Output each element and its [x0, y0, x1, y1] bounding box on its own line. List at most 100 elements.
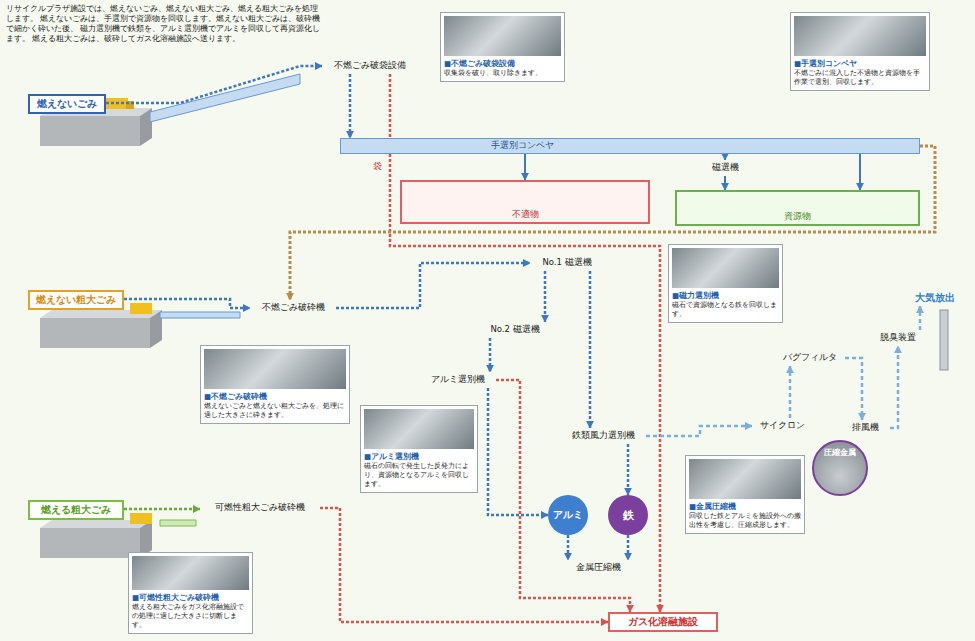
equipment-label: No.1 磁選機: [530, 255, 604, 271]
node-label: 圧縮金属: [824, 447, 856, 458]
node-label: 燃える粗大ごみ: [41, 503, 111, 517]
node-label: No.1 磁選機: [542, 257, 591, 269]
photo-callout: ■不燃ごみ破砕機燃えないごみと燃えない粗大ごみを、処理に適した大きさに砕きます。: [200, 345, 350, 424]
input-box: 燃えない粗大ごみ: [28, 290, 124, 310]
equipment-label: サイクロン: [752, 418, 812, 434]
equipment-label: 脱臭装置: [868, 330, 928, 346]
callout-body: 収集袋を破り、取り除きます。: [444, 69, 561, 78]
node-label: 不燃ごみ破砕機: [262, 302, 325, 314]
reject-bin-area: 不適物: [400, 180, 650, 224]
photo-placeholder: [794, 16, 926, 56]
flow-connector: [106, 66, 322, 103]
flow-label: 袋: [372, 160, 383, 173]
caption: リサイクルプラザ施設では、燃えないごみ、燃えない粗大ごみ、燃える粗大ごみを処理し…: [6, 4, 321, 45]
output-box: ガス化溶融施設: [608, 612, 718, 632]
node-label: 鉄: [623, 508, 634, 523]
node-label: 鉄類風力選別機: [572, 430, 635, 442]
node-label: 燃えないごみ: [37, 97, 97, 111]
callout-heading: ■アルミ選別機: [364, 452, 474, 462]
conveyor-band: 手選別コンベヤ: [340, 138, 920, 154]
photo-callout: ■手選別コンベヤ不燃ごみに混入した不適物と資源物を手作業で選別、回収します。: [790, 12, 930, 91]
equipment-label: 排風機: [840, 420, 890, 436]
callout-body: 磁石の回転で発生した反発力により、資源物となるアルミを回収します。: [364, 462, 474, 489]
flow-connector: [567, 535, 570, 560]
node-label: 手選別コンベヤ: [491, 140, 554, 152]
flow-connector: [589, 271, 592, 428]
node-label: アルミ: [553, 508, 583, 522]
input-box: 燃える粗大ごみ: [28, 500, 124, 520]
node-label: 不燃ごみ破袋設備: [334, 60, 406, 72]
flow-connector: [390, 74, 660, 612]
flow-connector: [845, 358, 862, 420]
photo-callout: ■アルミ選別機磁石の回転で発生した反発力により、資源物となるアルミを回収します。: [360, 405, 478, 493]
callout-body: 不燃ごみに混入した不適物と資源物を手作業で選別、回収します。: [794, 69, 926, 87]
equipment-label: アルミ選別機: [420, 372, 496, 388]
equipment-label: 不燃ごみ破砕機: [250, 300, 336, 316]
node-label: 脱臭装置: [880, 332, 916, 344]
photo-placeholder: [132, 556, 249, 590]
node-label: アルミ選別機: [431, 374, 485, 386]
node-label: ガス化溶融施設: [628, 615, 698, 629]
photo-placeholder: [672, 248, 779, 288]
stack: [940, 310, 948, 370]
photo-placeholder: [444, 16, 561, 56]
callout-heading: ■金属圧縮機: [689, 502, 801, 512]
flow-connector: [124, 508, 200, 511]
callout-heading: ■磁力選別機: [672, 291, 779, 301]
flow-connector: [646, 426, 752, 436]
flow-connector: [724, 176, 726, 190]
callout-heading: ■不燃ごみ破砕機: [204, 392, 346, 402]
flow-connector: [496, 380, 630, 612]
equipment-label: 金属圧縮機: [548, 560, 648, 576]
node-label: 大気放出: [915, 291, 955, 305]
photo-placeholder: [364, 409, 474, 449]
node-label: 燃えない粗大ごみ: [36, 293, 116, 307]
photo-callout: ■可燃性粗大ごみ破砕機燃える粗大ごみをガス化溶融施設での処理に適した大きさに切断…: [128, 552, 253, 634]
node-label: No.2 磁選機: [490, 324, 539, 336]
node-label: 不適物: [512, 208, 539, 221]
flow-connector: [890, 346, 898, 428]
flow-connector: [789, 366, 792, 418]
node-label: 金属圧縮機: [576, 562, 621, 574]
callout-heading: ■手選別コンベヤ: [794, 59, 926, 69]
flow-connector: [859, 154, 861, 190]
flow-connector: [627, 444, 630, 495]
photo-callout: ■不燃ごみ破袋設備収集袋を破り、取り除きます。: [440, 12, 565, 82]
node-label: 磁選機: [712, 162, 739, 174]
node-label: バグフィルタ: [783, 352, 837, 364]
photo-callout: ■金属圧縮機回収した鉄とアルミを施設外への搬出性を考慮し、圧縮成形します。: [685, 455, 805, 534]
callout-heading: ■可燃性粗大ごみ破砕機: [132, 593, 249, 603]
flow-connector: [336, 263, 530, 308]
flow-connector: [349, 74, 352, 138]
metal-circle: アルミ: [548, 495, 588, 535]
flow-connector: [524, 154, 526, 180]
compressed-metal-circle: 圧縮金属: [812, 440, 868, 496]
flow-connector: [124, 299, 250, 308]
photo-placeholder: [204, 349, 346, 389]
input-box: 燃えないごみ: [28, 94, 106, 114]
exhaust-label: 大気放出: [905, 290, 965, 306]
flow-connector: [489, 338, 492, 372]
flow-connector: [919, 306, 922, 330]
callout-body: 回収した鉄とアルミを施設外への搬出性を考慮し、圧縮成形します。: [689, 512, 801, 530]
callout-body: 燃えないごみと燃えない粗大ごみを、処理に適した大きさに砕きます。: [204, 402, 346, 420]
resource-bin-area: 資源物: [675, 190, 920, 226]
callout-body: 燃える粗大ごみをガス化溶融施設での処理に適した大きさに切断します。: [132, 603, 249, 630]
node-label: 可燃性粗大ごみ破砕機: [215, 502, 305, 514]
flow-connector: [290, 146, 935, 300]
equipment-label: 不燃ごみ破袋設備: [322, 58, 418, 74]
equipment-label: 鉄類風力選別機: [560, 428, 646, 444]
node-label: 資源物: [784, 210, 811, 223]
photo-callout: ■磁力選別機磁石で資源物となる鉄を回収します。: [668, 244, 783, 323]
equipment-label: No.2 磁選機: [478, 322, 552, 338]
node-label: サイクロン: [760, 420, 805, 432]
flow-connector: [488, 388, 548, 515]
callout-heading: ■不燃ごみ破袋設備: [444, 59, 561, 69]
equipment-label: バグフィルタ: [775, 350, 845, 366]
node-label: 排風機: [852, 422, 879, 434]
equipment-label: 磁選機: [700, 160, 750, 176]
callout-body: 磁石で資源物となる鉄を回収します。: [672, 301, 779, 319]
